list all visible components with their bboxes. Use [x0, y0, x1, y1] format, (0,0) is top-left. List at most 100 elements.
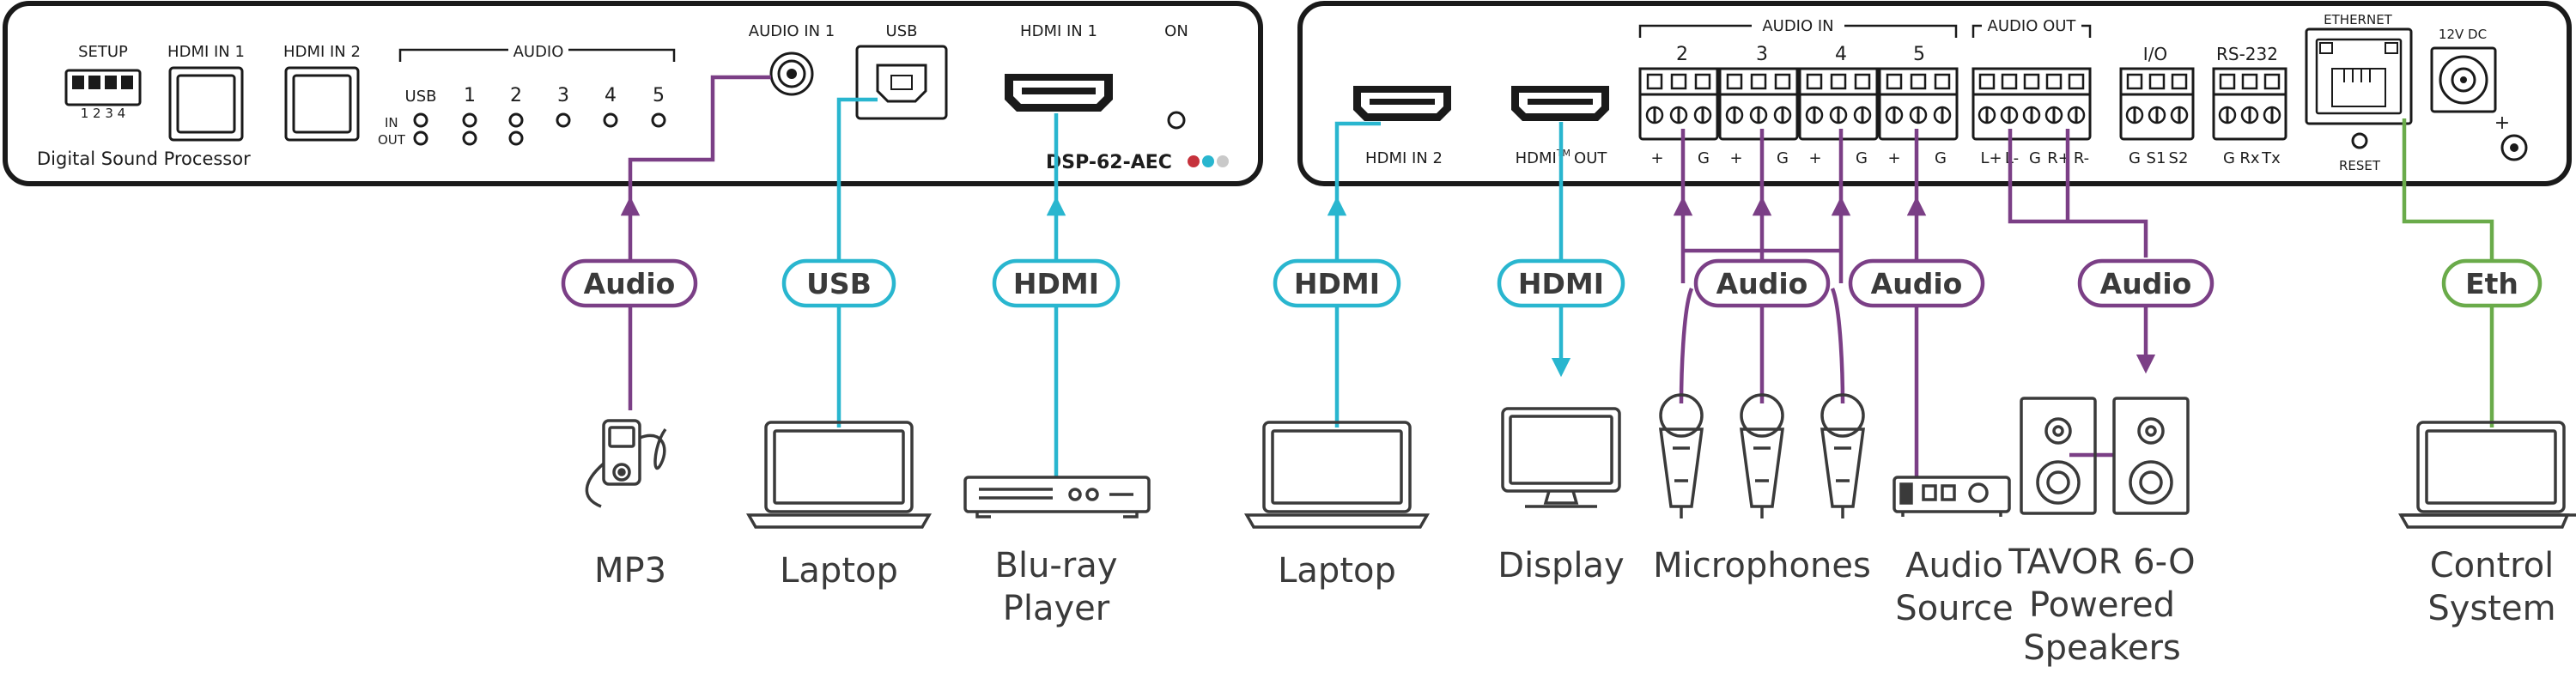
audio-out-pin-1: L+: [1980, 149, 2002, 167]
speakers-label-line3: Speakers: [2023, 628, 2181, 668]
io-pin-3: S2: [2169, 149, 2189, 167]
audio-out-block[interactable]: [1971, 67, 2092, 141]
svg-text:Audio: Audio: [2100, 267, 2192, 300]
audio-leds: [413, 112, 666, 146]
rs232-pin-3: Tx: [2261, 149, 2281, 167]
audio-in1-label: AUDIO IN 1: [749, 22, 835, 40]
svg-text:USB: USB: [806, 267, 872, 300]
pill-mics-audio: Audio: [1693, 258, 1831, 308]
setup-label: SETUP: [78, 43, 128, 61]
rs232-block[interactable]: [2212, 67, 2287, 141]
svg-text:HDMI: HDMI: [1518, 267, 1604, 300]
control-system-laptop-icon: [2397, 421, 2576, 529]
audio-in-block-2[interactable]: [1638, 67, 1719, 141]
audio-group-label: AUDIO: [513, 43, 564, 61]
hdmi-in2-port[interactable]: [1353, 86, 1451, 121]
hdmi-in1-button[interactable]: [168, 66, 244, 142]
svg-text:Eth: Eth: [2465, 267, 2518, 300]
ethernet-port[interactable]: [2305, 27, 2413, 125]
io-terminal-block[interactable]: [2119, 67, 2195, 141]
hdmi-out-port[interactable]: [1511, 86, 1609, 121]
dc-power-jack[interactable]: [2430, 46, 2497, 113]
control-system-label-line2: System: [2427, 589, 2555, 628]
speakers-icon: [2020, 397, 2190, 515]
io-pin-1: G: [2129, 149, 2141, 167]
mp3-player-icon: [585, 419, 667, 508]
hdmi-in1-button-label: HDMI IN 1: [167, 43, 245, 61]
audio-channel-3-label: 3: [557, 85, 569, 106]
hdmi-in1-port-label: HDMI IN 1: [1020, 22, 1097, 40]
in-label: IN: [385, 115, 398, 130]
audio-channel-5-label: 5: [653, 85, 665, 106]
audio-channel-1-label: 1: [464, 85, 476, 106]
hdmi-in1-port[interactable]: [1005, 74, 1113, 112]
audio-in-pin-2: G: [1698, 149, 1710, 167]
pill-speakers-audio: Audio: [2077, 258, 2215, 308]
audio-in-ch3-label: 3: [1756, 44, 1768, 65]
audio-in-block-3[interactable]: [1718, 67, 1799, 141]
io-pin-2: S1: [2147, 149, 2166, 167]
pill-laptop2-hdmi: HDMI: [1273, 258, 1401, 308]
audio-in-ch5-label: 5: [1913, 44, 1925, 65]
speakers-label-line1: TAVOR 6-O: [2008, 543, 2195, 582]
pill-display-hdmi: HDMI: [1497, 258, 1625, 308]
audio-out-pin-3: G: [2029, 149, 2041, 167]
speakers-label-line2: Powered: [2029, 585, 2175, 625]
on-label: ON: [1164, 22, 1188, 40]
rs232-pin-2: Rx: [2239, 149, 2260, 167]
display-icon: [1501, 407, 1621, 508]
on-led: [1167, 111, 1186, 130]
audio-in-ch4-label: 4: [1835, 44, 1847, 65]
bluray-label-line1: Blu-ray: [995, 546, 1118, 585]
io-label: I/O: [2143, 44, 2167, 64]
usb-b-port[interactable]: [855, 45, 948, 120]
audio-in-pin-4: G: [1777, 149, 1789, 167]
audio-in-pin-8: G: [1935, 149, 1947, 167]
svg-text:Audio: Audio: [1716, 267, 1808, 300]
audio-in-pin-5: +: [1808, 149, 1821, 167]
audio-channel-2-label: 2: [510, 85, 522, 106]
display-label: Display: [1498, 546, 1624, 585]
usb-port-label: USB: [886, 22, 918, 40]
pill-control-eth: Eth: [2441, 258, 2543, 308]
microphones-label: Microphones: [1653, 546, 1871, 585]
hdmi-in2-port-label: HDMI IN 2: [1365, 149, 1443, 167]
audio-out-label: AUDIO OUT: [1988, 17, 2077, 35]
rs232-pin-1: G: [2223, 149, 2235, 167]
setup-dip-switch[interactable]: [64, 69, 142, 106]
audio-in-pin-3: +: [1729, 149, 1742, 167]
setup-numbers: 1 2 3 4: [81, 106, 125, 121]
laptop-icon: [745, 421, 933, 529]
audio-out-pin-4: R+: [2047, 149, 2071, 167]
audio-source-label-line2: Source: [1895, 589, 2013, 628]
reset-button[interactable]: [2351, 132, 2368, 149]
reset-label: RESET: [2339, 158, 2381, 173]
front-panel: SETUP 1 2 3 4 Digital Sound Processor HD…: [3, 1, 1263, 186]
svg-text:HDMI: HDMI: [1013, 267, 1099, 300]
audio-out-pin-5: R-: [2074, 149, 2089, 167]
hdmi-in2-button[interactable]: [284, 66, 360, 142]
rs232-terminal-block[interactable]: [2212, 67, 2287, 141]
pill-source-audio: Audio: [1848, 258, 1985, 308]
io-block[interactable]: [2119, 67, 2195, 141]
audio-in-terminal-blocks[interactable]: [1638, 67, 1959, 141]
audio-in1-jack[interactable]: [769, 52, 814, 96]
audio-in-pin-7: +: [1887, 149, 1900, 167]
hdmi-in2-button-label: HDMI IN 2: [283, 43, 361, 61]
audio-channel-4-label: 4: [605, 85, 617, 106]
microphones-icon: [1659, 393, 1865, 518]
connection-lines: [620, 75, 2494, 477]
audio-in-block-4[interactable]: [1798, 67, 1879, 141]
audio-source-icon: [1893, 476, 2011, 517]
dc-label: 12V DC: [2439, 27, 2487, 42]
ethernet-label: ETHERNET: [2324, 12, 2393, 27]
mp3-label: MP3: [594, 551, 666, 591]
laptop2-label: Laptop: [1278, 551, 1396, 591]
audio-out-terminal-block[interactable]: [1971, 67, 2092, 141]
audio-in-pin-6: G: [1856, 149, 1868, 167]
audio-in-block-5[interactable]: [1878, 67, 1959, 141]
